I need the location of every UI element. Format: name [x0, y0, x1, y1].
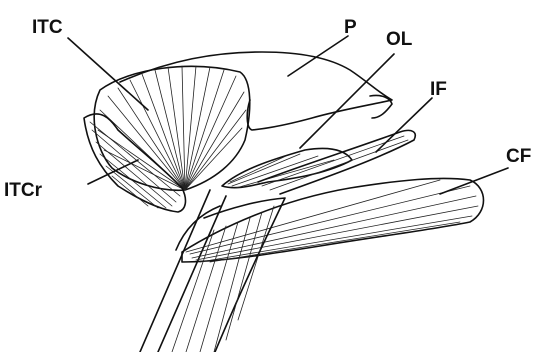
ol-region	[222, 148, 352, 187]
p-leader	[288, 36, 348, 76]
label-itc: ITC	[32, 17, 63, 38]
lower-fibers	[172, 206, 274, 352]
cf-region	[182, 178, 484, 262]
label-itcr: ITCr	[4, 180, 43, 201]
p-tip	[370, 95, 392, 118]
label-p: P	[344, 17, 357, 38]
drawing	[84, 52, 484, 352]
label-cf: CF	[506, 146, 531, 167]
if-fibers	[262, 136, 408, 190]
label-ol: OL	[386, 29, 413, 50]
cf-leader	[440, 168, 508, 194]
label-if: IF	[430, 79, 447, 100]
if-leader	[376, 98, 432, 152]
p-region	[120, 52, 392, 130]
